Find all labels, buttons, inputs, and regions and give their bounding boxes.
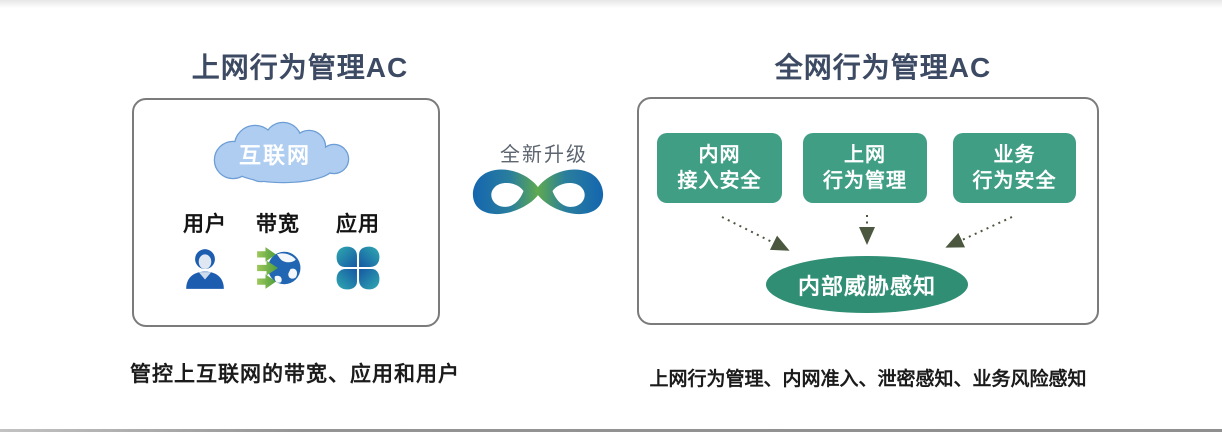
bottom-edge-line: [0, 429, 1222, 432]
internal-threat-awareness-ellipse: 内部威胁感知: [766, 256, 968, 313]
right-panel-title: 全网行为管理AC: [774, 52, 992, 83]
pillar-line: 行为管理: [823, 170, 907, 192]
apps-clover-icon: [316, 245, 400, 296]
pillar-line: 行为安全: [972, 170, 1057, 192]
pillar-line: 内网: [698, 144, 741, 166]
item-application: 应用: [316, 208, 400, 296]
cloud-label: 互联网: [238, 143, 311, 168]
user-label: 用户: [183, 213, 227, 236]
right-caption: 上网行为管理、内网准入、泄密感知、业务风险感知: [649, 369, 1087, 390]
cloud-icon: [213, 121, 350, 184]
bandwidth-globe-icon: [236, 245, 320, 296]
pillar-line: 上网: [844, 144, 886, 166]
pillar-line: 接入安全: [677, 170, 762, 192]
pillar-business-behavior-security: 业务 行为安全: [953, 133, 1076, 203]
result-label: 内部威胁感知: [797, 273, 936, 299]
pillar-internet-behavior-mgmt: 上网 行为管理: [803, 133, 927, 203]
left-panel-title: 上网行为管理AC: [191, 52, 409, 83]
internet-cloud: 互联网: [195, 120, 367, 188]
infinity-upgrade-icon: [462, 162, 614, 220]
pillar-line: 业务: [993, 144, 1036, 166]
item-bandwidth: 带宽: [236, 208, 320, 296]
left-caption: 管控上互联网的带宽、应用和用户: [130, 363, 460, 386]
bandwidth-label: 带宽: [256, 213, 300, 236]
upgrade-label: 全新升级: [500, 144, 588, 166]
top-edge-shading: [0, 0, 1222, 8]
user-icon: [163, 245, 247, 296]
application-label: 应用: [336, 213, 380, 236]
pillar-intranet-access-security: 内网 接入安全: [657, 133, 782, 203]
item-user: 用户: [163, 208, 247, 296]
